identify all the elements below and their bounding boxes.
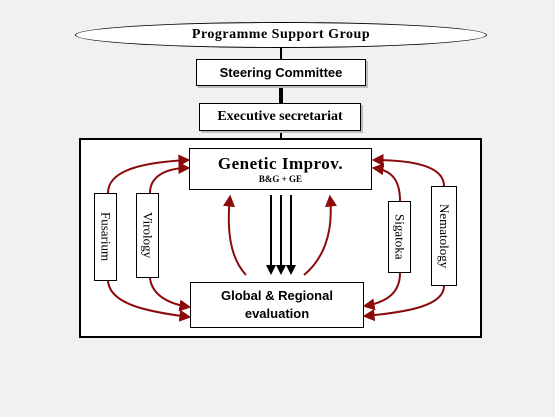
genetic-improvement-box: Genetic Improv. B&G + GE [189,148,372,190]
arrow-fusarium-genetic [107,154,191,194]
arrow-left-arch [223,194,247,276]
arrow-nematology-genetic [371,154,445,187]
nematology-box: Nematology [431,186,457,286]
arrow-sigatoka-global [362,272,401,311]
virology-label: Virology [140,212,156,259]
arrow-nematology-global [362,285,445,322]
arrow-virology-genetic [149,162,191,194]
arrow-fusarium-global [107,280,192,322]
sigatoka-box: Sigatoka [388,201,411,273]
sigatoka-label: Sigatoka [392,214,408,260]
fusarium-box: Fusarium [94,193,117,281]
fusarium-label: Fusarium [98,212,114,262]
global-regional-evaluation-box: Global & Regional evaluation [190,282,364,328]
global-line-2: evaluation [244,306,310,321]
arrow-sigatoka-genetic [371,163,401,202]
executive-secretariat-box: Executive secretariat [199,103,361,131]
global-line-1: Global & Regional [221,288,333,304]
genetic-title: Genetic Improv. [217,153,344,173]
genetic-subtitle: B&G + GE [258,173,303,184]
steering-committee-box: Steering Committee [196,59,366,86]
nematology-label: Nematology [437,203,452,269]
arrow-virology-global [149,277,192,312]
virology-box: Virology [136,193,159,278]
arrow-right-arch [303,194,337,276]
programme-support-group: Programme Support Group [75,22,487,48]
